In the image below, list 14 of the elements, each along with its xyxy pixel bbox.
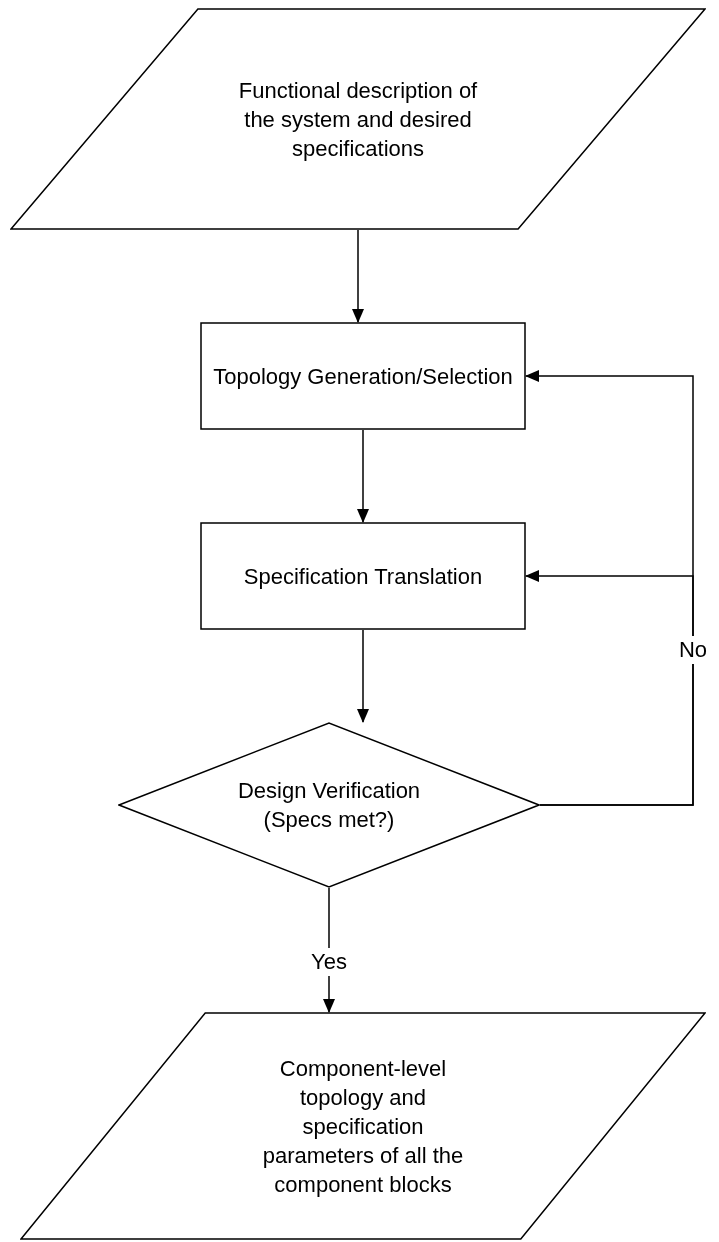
decision-diamond (118, 722, 540, 888)
arrow (357, 629, 369, 723)
arrow (357, 429, 369, 523)
arrow (352, 229, 364, 323)
arrow (525, 570, 694, 806)
process-box (200, 322, 526, 430)
input-output-parallelogram (10, 8, 706, 230)
node-text: Topology Generation/Selection (213, 362, 513, 391)
node-text: Design Verification (Specs met?) (236, 777, 422, 834)
node-text: Specification Translation (242, 562, 484, 591)
node-text: Component-level topology and specification parameters of all the component blocks (261, 1054, 465, 1199)
input-output-parallelogram (20, 1012, 706, 1240)
process-box (200, 522, 526, 630)
node-text: Functional description of the system and desired specifications (237, 76, 479, 163)
